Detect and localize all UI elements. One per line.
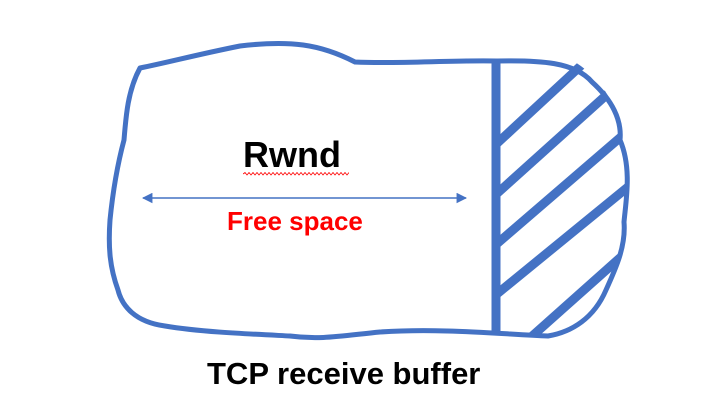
buffer-outline xyxy=(106,40,630,341)
diagram-caption: TCP receive buffer xyxy=(207,356,481,391)
occupied-hatching xyxy=(497,62,628,336)
free-space-label: Free space xyxy=(227,206,363,236)
spellcheck-squiggle xyxy=(243,172,349,176)
rwnd-label: Rwnd xyxy=(243,134,341,175)
